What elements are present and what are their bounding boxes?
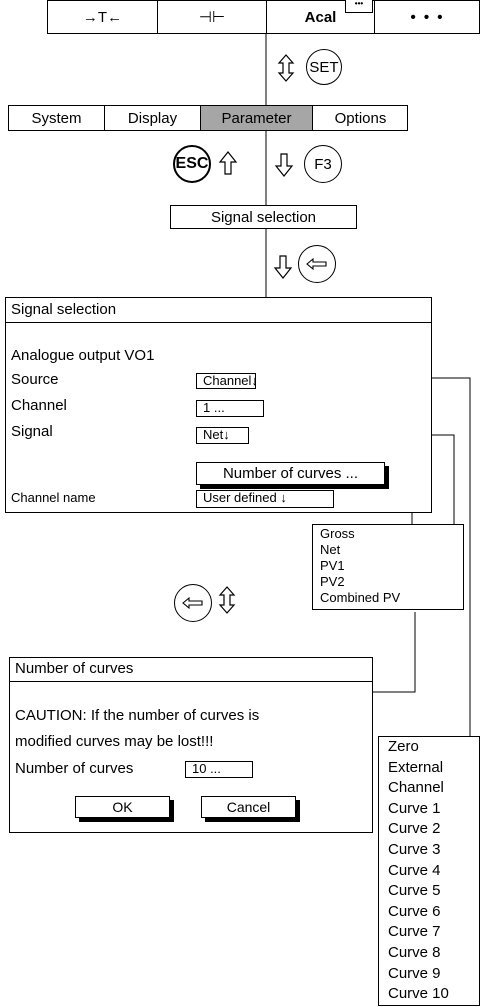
number-of-curves-dialog: Number of curves CAUTION: If the number … (9, 657, 373, 833)
source-option-curve-3[interactable]: Curve 3 (388, 840, 441, 858)
main-menu: System Display Parameter Options (8, 105, 408, 131)
source-option-curve-1[interactable]: Curve 1 (388, 799, 441, 817)
signal-selection-menu-label: Signal selection (210, 208, 317, 226)
tab-zero-label: ⊣⊢ (198, 9, 226, 26)
analogue-output-heading: Analogue output VO1 (11, 347, 155, 364)
channel-value: 1 ... (203, 400, 225, 415)
source-value: Channel↓ (203, 373, 256, 388)
cancel-button-label: Cancel (226, 799, 271, 815)
cancel-button[interactable]: Cancel (201, 796, 296, 818)
ok-button[interactable]: OK (75, 796, 170, 818)
curves-dialog-title-bar: Number of curves (10, 658, 372, 682)
tab-more[interactable]: • • • (375, 1, 480, 33)
signal-options-list: Gross Net PV1 PV2 Combined PV (312, 524, 464, 610)
tab-tare-label: →T← (82, 8, 123, 26)
ok-button-label: OK (112, 799, 133, 815)
tab-tare[interactable]: →T← (48, 1, 158, 33)
esc-label: ESC (175, 155, 209, 172)
dialog-title-bar: Signal selection (6, 298, 431, 323)
channel-name-value: User defined ↓ (203, 490, 287, 505)
curves-dialog-title: Number of curves (15, 660, 134, 677)
signal-selection-menu-item[interactable]: Signal selection (170, 205, 357, 229)
source-label: Source (11, 371, 59, 388)
signal-select[interactable]: Net↓ (196, 427, 249, 444)
source-option-curve-8[interactable]: Curve 8 (388, 943, 441, 961)
caution-text-line2: modified curves may be lost!!! (15, 733, 214, 750)
enter-icon (182, 596, 203, 610)
tab-acal-label: Acal (304, 8, 337, 26)
signal-value: Net↓ (203, 427, 230, 442)
up-arrow-icon (218, 150, 238, 176)
source-option-curve-9[interactable]: Curve 9 (388, 964, 441, 982)
tab-more-label: • • • (410, 8, 445, 26)
menu-system-label: System (31, 109, 82, 127)
f3-button[interactable]: F3 (304, 145, 342, 183)
esc-button[interactable]: ESC (173, 145, 211, 183)
tab-acal[interactable]: Acal ••• (267, 0, 375, 33)
channel-input[interactable]: 1 ... (196, 400, 264, 417)
number-of-curves-value: 10 ... (192, 761, 221, 776)
enter-button[interactable] (298, 245, 336, 283)
signal-option-pv1[interactable]: PV1 (320, 558, 345, 573)
channel-name-select[interactable]: User defined ↓ (196, 490, 334, 508)
number-of-curves-button-label: Number of curves ... (222, 465, 359, 482)
menu-options[interactable]: Options (313, 106, 408, 130)
enter-button-2[interactable] (174, 584, 212, 622)
caution-text-line1: CAUTION: If the number of curves is (15, 707, 260, 724)
up-down-arrow-icon (217, 585, 237, 615)
signal-option-combined-pv[interactable]: Combined PV (320, 590, 401, 605)
source-option-channel[interactable]: Channel (388, 779, 444, 797)
source-option-curve-7[interactable]: Curve 7 (388, 923, 441, 941)
signal-option-net[interactable]: Net (320, 542, 341, 557)
enter-icon (306, 257, 327, 271)
menu-options-label: Options (334, 109, 387, 127)
down-arrow-icon (274, 152, 294, 178)
menu-system[interactable]: System (9, 106, 105, 130)
source-option-zero[interactable]: Zero (388, 738, 419, 755)
menu-display[interactable]: Display (105, 106, 201, 130)
curves-field-label: Number of curves (15, 760, 134, 777)
source-select[interactable]: Channel↓ (196, 373, 256, 389)
dialog-title: Signal selection (11, 301, 117, 318)
menu-parameter[interactable]: Parameter (201, 106, 313, 130)
source-option-curve-10[interactable]: Curve 10 (388, 985, 449, 1003)
number-of-curves-button[interactable]: Number of curves ... (196, 462, 385, 485)
channel-name-label: Channel name (11, 490, 96, 505)
source-option-curve-2[interactable]: Curve 2 (388, 820, 441, 838)
source-options-list: Zero External Channel Curve 1 Curve 2 Cu… (378, 736, 480, 1006)
f3-label: F3 (314, 155, 332, 173)
down-arrow-icon (273, 254, 293, 280)
up-down-arrow-icon (276, 53, 296, 83)
set-button[interactable]: SET (306, 49, 342, 85)
set-label: SET (309, 58, 339, 76)
acal-badge: ••• (345, 0, 373, 13)
source-option-curve-6[interactable]: Curve 6 (388, 902, 441, 920)
signal-label: Signal (11, 423, 53, 440)
signal-option-pv2[interactable]: PV2 (320, 574, 345, 589)
top-tab-bar: →T← ⊣⊢ Acal ••• • • • (47, 0, 480, 34)
menu-display-label: Display (127, 109, 178, 127)
source-option-curve-4[interactable]: Curve 4 (388, 861, 441, 879)
number-of-curves-input[interactable]: 10 ... (185, 761, 253, 778)
tab-zero[interactable]: ⊣⊢ (158, 1, 267, 33)
menu-parameter-label: Parameter (221, 109, 292, 127)
source-option-external[interactable]: External (388, 758, 444, 776)
channel-label: Channel (11, 397, 67, 414)
source-option-curve-5[interactable]: Curve 5 (388, 882, 441, 900)
signal-option-gross[interactable]: Gross (320, 526, 355, 541)
